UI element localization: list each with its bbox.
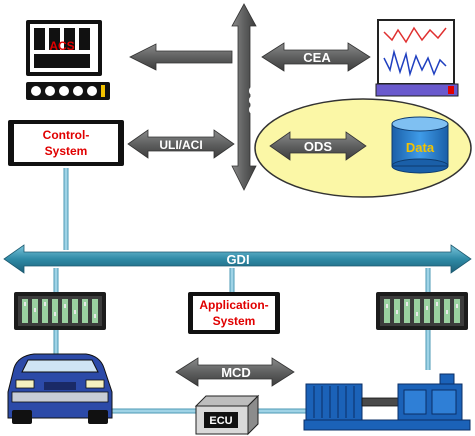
- acs-arrow: [129, 43, 233, 71]
- cea-label: CEA: [303, 50, 331, 65]
- ods-arrow: ODS: [269, 131, 367, 161]
- control-system-label-line2: System: [45, 144, 88, 158]
- data-label: Data: [406, 140, 435, 155]
- mcd-label: MCD: [221, 365, 251, 380]
- ecu-box-icon: ECU: [194, 394, 260, 436]
- application-system-label-line1: Application-: [199, 298, 268, 312]
- gdi-bus: GDI: [3, 244, 472, 274]
- mcd-arrow: MCD: [175, 357, 295, 387]
- control-system-label-line1: Control-: [43, 128, 90, 142]
- ods-label: ODS: [304, 139, 333, 154]
- ccc-arrow: CCC: [231, 3, 261, 191]
- uli-aci-label: ULI/ACI: [159, 138, 202, 152]
- ecu-label: ECU: [209, 415, 232, 427]
- control-system-box: Control- System: [8, 120, 124, 166]
- acs-label: ACS: [49, 39, 74, 53]
- application-system-box: Application- System: [188, 292, 280, 334]
- rack-module-icon: [376, 292, 468, 330]
- rack-module-icon: [14, 292, 106, 330]
- connector-lines: [54, 168, 430, 413]
- ccc-label: CCC: [246, 86, 261, 115]
- cea-arrow: CEA: [261, 42, 371, 72]
- engine-test-bench-icon: [303, 373, 471, 431]
- chart-monitor-icon: [375, 19, 459, 97]
- gdi-label: GDI: [226, 252, 249, 267]
- database-icon: Data: [391, 116, 449, 174]
- application-system-label-line2: System: [213, 314, 256, 328]
- monitor-icon: ACS: [26, 20, 110, 100]
- car-icon: [7, 353, 113, 424]
- uli-aci-arrow: ULI/ACI: [127, 129, 235, 159]
